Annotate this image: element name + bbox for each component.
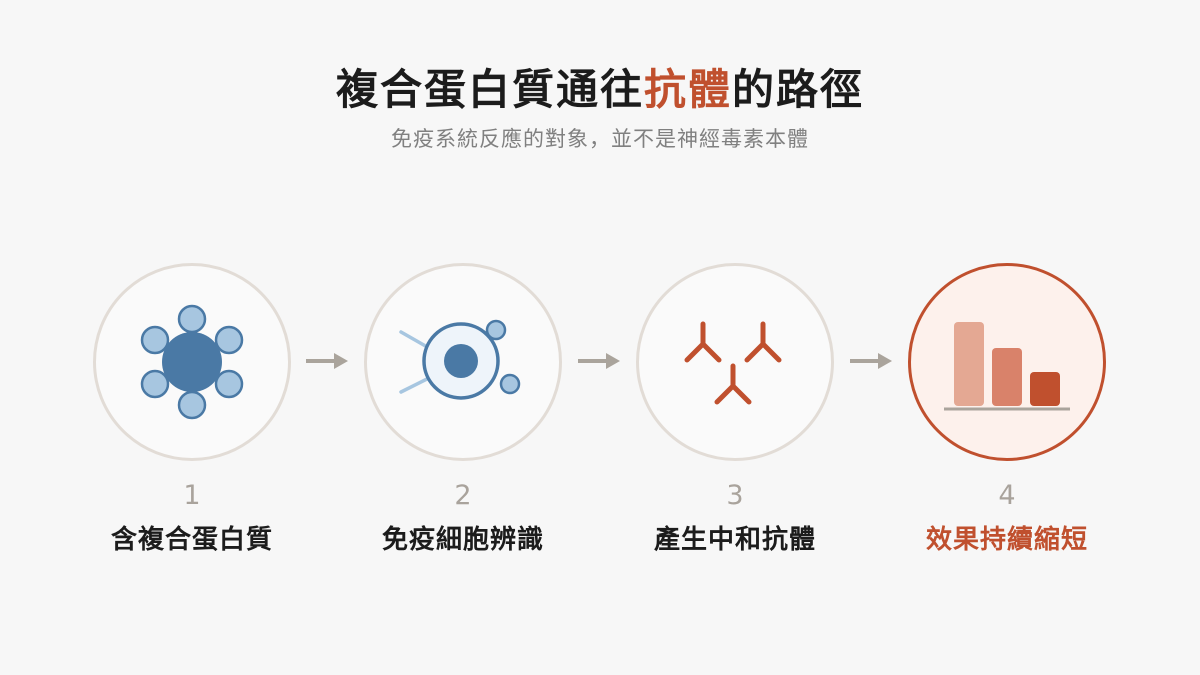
page-title: 複合蛋白質通往抗體的路徑 <box>0 62 1200 118</box>
title-highlight: 抗體 <box>643 65 732 114</box>
immune-cell-icon <box>399 319 521 400</box>
step-3-label: 產生中和抗體 <box>653 525 816 555</box>
arrow-icon <box>848 350 894 376</box>
antibody-icon <box>684 321 782 405</box>
step-1-circle <box>93 263 291 461</box>
title-prefix: 複合蛋白質通往 <box>335 65 644 114</box>
step-4-circle <box>908 263 1106 461</box>
step-2-circle <box>364 263 562 461</box>
step-4-label: 效果持續縮短 <box>925 525 1088 555</box>
step-2-label: 免疫細胞辨識 <box>381 525 544 555</box>
protein-complex-icon <box>140 304 244 420</box>
page-subtitle: 免疫系統反應的對象，並不是神經毒素本體 <box>391 127 809 151</box>
step-2-number: 2 <box>454 480 472 511</box>
title-suffix: 的路徑 <box>732 65 865 114</box>
step-1-number: 1 <box>183 480 201 511</box>
step-3-circle <box>636 263 834 461</box>
arrow-icon <box>576 350 622 376</box>
arrow-icon <box>304 350 350 376</box>
step-4-number: 4 <box>998 480 1016 511</box>
declining-bars-icon <box>944 322 1070 411</box>
step-3-number: 3 <box>726 480 744 511</box>
step-1-label: 含複合蛋白質 <box>110 525 273 555</box>
